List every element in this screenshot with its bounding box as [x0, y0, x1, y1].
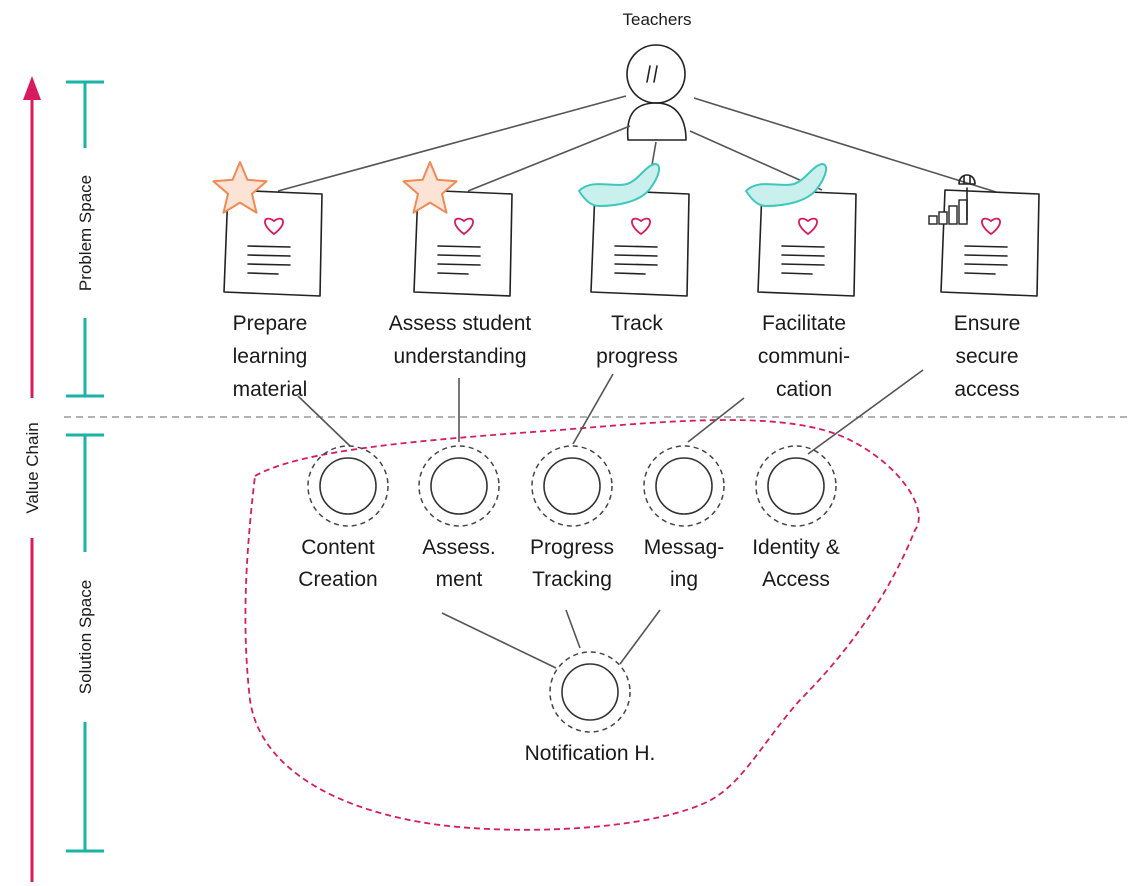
need-label-line: secure — [955, 345, 1018, 368]
need-component-links — [297, 369, 924, 455]
component-ring — [643, 445, 725, 527]
helping-hand-icon — [745, 163, 828, 207]
component-label-line: Assess. — [422, 536, 496, 559]
component-label-line: Identity & — [752, 536, 840, 559]
document-icon — [940, 189, 1040, 297]
component-ring — [755, 445, 837, 527]
solution-boundary — [244, 419, 920, 831]
component-label: Identity & Access — [752, 536, 840, 591]
component-notification: Notification H. — [525, 651, 656, 765]
need-track: Track progress — [578, 163, 690, 368]
need-label: Assess student understanding — [389, 312, 532, 368]
component-label-line: Tracking — [532, 568, 612, 591]
need-label: Prepare learning material — [233, 312, 308, 401]
component-node — [767, 457, 825, 515]
need-secure: Ensure secure access — [928, 174, 1040, 401]
component-node — [655, 457, 713, 515]
actor-label: Teachers — [623, 10, 692, 29]
component-node — [543, 457, 601, 515]
value-chain-label: Value Chain — [23, 422, 42, 513]
component-label: Assess. ment — [422, 536, 496, 591]
need-label-line: learning — [233, 345, 308, 368]
value-chain-axis: Value Chain — [20, 76, 44, 882]
star-icon — [212, 161, 268, 214]
component-label-line: ment — [436, 568, 483, 591]
component-ring — [531, 445, 613, 527]
component-node — [319, 457, 377, 515]
heart-icon — [631, 217, 651, 236]
problem-space-label: Problem Space — [76, 175, 95, 291]
component-node — [561, 663, 619, 721]
heart-icon — [798, 217, 818, 236]
component-notification-links — [441, 609, 661, 669]
component-label-line: Creation — [298, 568, 377, 591]
need-label-line: Track — [611, 312, 663, 335]
component-label-line: Content — [301, 536, 375, 559]
need-label: Track progress — [596, 312, 678, 368]
component-ring — [307, 445, 389, 527]
need-label-line: cation — [776, 378, 832, 401]
need-label-line: Ensure — [954, 312, 1021, 335]
component-label: Messag-ing — [644, 536, 725, 591]
need-label-line: progress — [596, 345, 678, 368]
solution-space-bracket — [66, 433, 104, 853]
heart-icon — [454, 217, 474, 236]
component-label-line: Messag- — [644, 536, 725, 559]
star-icon — [402, 161, 458, 214]
component-assessment: Assess. ment — [418, 445, 500, 591]
need-label: Ensure secure access — [954, 312, 1021, 401]
teacher-person-icon — [626, 44, 687, 141]
wrench-chart-icon — [928, 174, 976, 225]
need-label-line: access — [954, 378, 1019, 401]
need-label-line: Prepare — [233, 312, 308, 335]
helping-hand-icon — [578, 163, 661, 207]
document-icon — [590, 189, 690, 297]
value-chain-arrowhead — [23, 76, 41, 100]
need-label-line: understanding — [393, 345, 526, 368]
need-label-line: communi- — [758, 345, 850, 368]
component-ring — [418, 445, 500, 527]
component-messaging: Messag-ing — [643, 445, 725, 591]
need-label-line: material — [233, 378, 308, 401]
need-label-line: Assess student — [389, 312, 532, 335]
need-label-line: Facilitate — [762, 312, 846, 335]
heart-icon — [981, 217, 1001, 236]
component-label-line: Progress — [530, 536, 614, 559]
need-communicate: Facilitate communi-cation — [745, 163, 857, 401]
component-label: Notification H. — [525, 742, 656, 765]
component-identity: Identity & Access — [752, 445, 840, 591]
document-icon — [757, 189, 857, 297]
problem-space-bracket — [66, 80, 104, 398]
component-node — [430, 457, 488, 515]
component-label-line: Access — [762, 568, 830, 591]
document-icon — [413, 189, 513, 297]
solution-space-label: Solution Space — [76, 580, 95, 694]
heart-icon — [264, 217, 284, 236]
actor-need-links — [277, 95, 997, 193]
need-label: Facilitate communi-cation — [758, 312, 850, 401]
need-prepare: Prepare learning material — [212, 161, 323, 401]
component-label-line: Notification H. — [525, 742, 656, 765]
component-ring — [549, 651, 631, 733]
need-assess: Assess student understanding — [389, 161, 532, 368]
component-label-line: ing — [670, 568, 698, 591]
document-icon — [223, 189, 323, 297]
